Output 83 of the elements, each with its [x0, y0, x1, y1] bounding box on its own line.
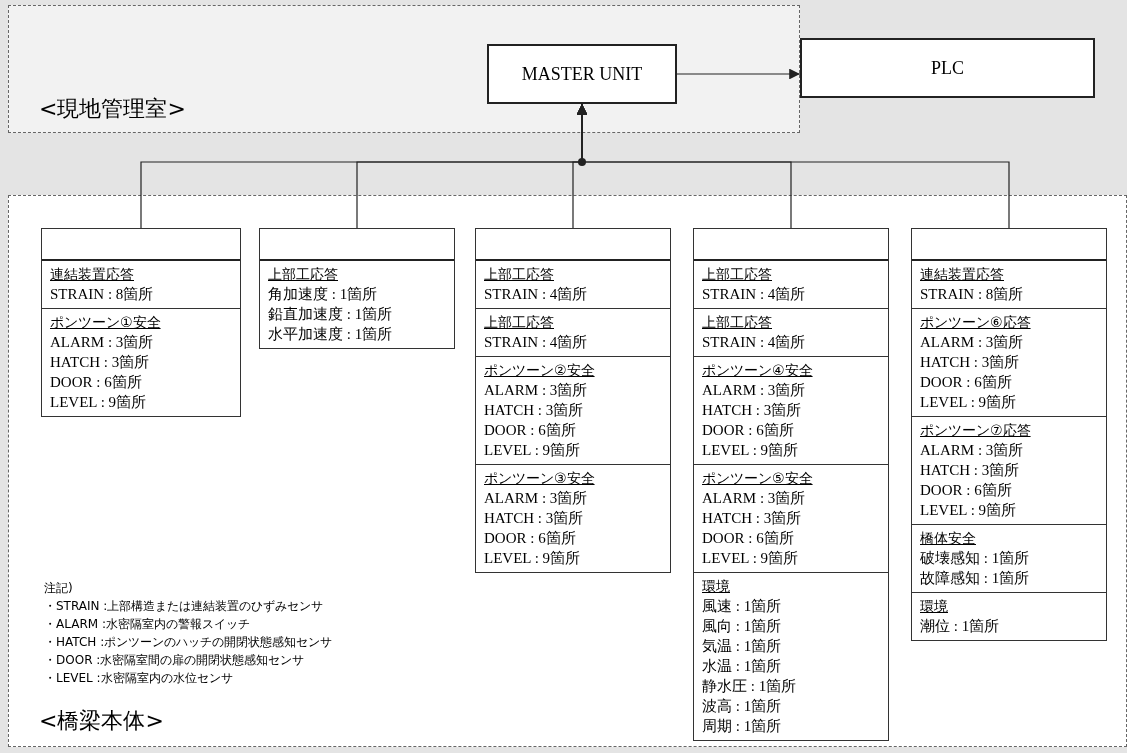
sensor-count-text: 周期 : 1箇所	[702, 717, 782, 736]
unit-box	[475, 228, 671, 573]
section-heading: 上部工応答	[702, 265, 772, 284]
sensor-count-text: ALARM : 3箇所	[50, 333, 154, 352]
arrow	[676, 68, 801, 80]
sensor-count-text: DOOR : 6箇所	[920, 481, 1012, 500]
dashed-region	[8, 195, 1127, 747]
sensor-count-text: DOOR : 6箇所	[50, 373, 142, 392]
sensor-count-text: 水平加速度 : 1箇所	[268, 325, 393, 344]
sensor-count-text: 風速 : 1箇所	[702, 597, 782, 616]
sensor-count-text: HATCH : 3箇所	[920, 353, 1020, 372]
note-text: ・DOOR :水密隔室間の扉の開閉状態感知センサ	[44, 652, 305, 669]
sensor-count-text: STRAIN : 4箇所	[702, 333, 806, 352]
arrow	[576, 103, 1010, 229]
note-text: 注記)	[44, 580, 73, 597]
sensor-count-text: 破壊感知 : 1箇所	[920, 549, 1030, 568]
sensor-count-text: ALARM : 3箇所	[702, 489, 806, 508]
sensor-count-text: 水温 : 1箇所	[702, 657, 782, 676]
sensor-count-text: STRAIN : 4箇所	[484, 285, 588, 304]
unit-box	[693, 228, 889, 741]
sensor-count-text: 静水圧 : 1箇所	[702, 677, 797, 696]
sensor-count-text: HATCH : 3箇所	[920, 461, 1020, 480]
note-text: ・STRAIN :上部構造または連結装置のひずみセンサ	[44, 598, 324, 615]
sensor-count-text: HATCH : 3箇所	[484, 401, 584, 420]
sensor-count-text: 気温 : 1箇所	[702, 637, 782, 656]
sensor-count-text: ALARM : 3箇所	[484, 489, 588, 508]
sensor-count-text: DOOR : 6箇所	[702, 529, 794, 548]
section-heading: 環境	[702, 577, 730, 596]
sensor-count-text: LEVEL : 9箇所	[920, 393, 1017, 412]
section-heading: 橋体安全	[920, 529, 976, 548]
sensor-count-text: STRAIN : 4箇所	[484, 333, 588, 352]
sensor-count-text: ALARM : 3箇所	[702, 381, 806, 400]
unit-box: MASTER UNIT	[487, 44, 677, 104]
sensor-count-text: STRAIN : 4箇所	[702, 285, 806, 304]
sensor-count-text: 鉛直加速度 : 1箇所	[268, 305, 393, 324]
sensor-count-text: 風向 : 1箇所	[702, 617, 782, 636]
unit-box	[259, 228, 455, 349]
area-label: <現地管理室>	[39, 95, 186, 123]
section-heading: ポンツーン②安全	[484, 361, 595, 380]
section-heading: 上部工応答	[268, 265, 338, 284]
section-heading: 上部工応答	[484, 265, 554, 284]
sensor-count-text: HATCH : 3箇所	[484, 509, 584, 528]
sensor-count-text: 故障感知 : 1箇所	[920, 569, 1030, 588]
sensor-count-text: LEVEL : 9箇所	[50, 393, 147, 412]
section-heading: 上部工応答	[702, 313, 772, 332]
section-heading: 環境	[920, 597, 948, 616]
sensor-count-text: LEVEL : 9箇所	[484, 441, 581, 460]
unit-box	[911, 228, 1107, 641]
sensor-count-text: HATCH : 3箇所	[50, 353, 150, 372]
area-label: <橋梁本体>	[39, 707, 164, 735]
section-heading: ポンツーン①安全	[50, 313, 161, 332]
sensor-count-text: 波高 : 1箇所	[702, 697, 782, 716]
note-text: ・HATCH :ポンツーンのハッチの開閉状態感知センサ	[44, 634, 333, 651]
unit-box: PLC	[800, 38, 1095, 98]
section-heading: ポンツーン④安全	[702, 361, 813, 380]
note-text: ・LEVEL :水密隔室内の水位センサ	[44, 670, 233, 687]
section-heading: 連結装置応答	[50, 265, 134, 284]
sensor-count-text: LEVEL : 9箇所	[920, 501, 1017, 520]
sensor-count-text: HATCH : 3箇所	[702, 509, 802, 528]
sensor-count-text: STRAIN : 8箇所	[50, 285, 154, 304]
dashed-region	[8, 5, 800, 133]
sensor-count-text: DOOR : 6箇所	[484, 421, 576, 440]
unit-box	[41, 228, 241, 417]
section-heading: ポンツーン③安全	[484, 469, 595, 488]
sensor-count-text: DOOR : 6箇所	[920, 373, 1012, 392]
section-heading: ポンツーン⑤安全	[702, 469, 813, 488]
section-heading: 連結装置応答	[920, 265, 1004, 284]
sensor-count-text: STRAIN : 8箇所	[920, 285, 1024, 304]
sensor-count-text: ALARM : 3箇所	[484, 381, 588, 400]
sensor-count-text: 角加速度 : 1箇所	[268, 285, 378, 304]
note-text: ・ALARM :水密隔室内の警報スイッチ	[44, 616, 250, 633]
sensor-count-text: DOOR : 6箇所	[484, 529, 576, 548]
sensor-count-text: LEVEL : 9箇所	[484, 549, 581, 568]
sensor-count-text: 潮位 : 1箇所	[920, 617, 1000, 636]
sensor-count-text: LEVEL : 9箇所	[702, 441, 799, 460]
sensor-count-text: LEVEL : 9箇所	[702, 549, 799, 568]
sensor-count-text: HATCH : 3箇所	[702, 401, 802, 420]
sensor-count-text: ALARM : 3箇所	[920, 333, 1024, 352]
sensor-count-text: ALARM : 3箇所	[920, 441, 1024, 460]
sensor-count-text: DOOR : 6箇所	[702, 421, 794, 440]
section-heading: ポンツーン⑦応答	[920, 421, 1031, 440]
section-heading: ポンツーン⑥応答	[920, 313, 1031, 332]
section-heading: 上部工応答	[484, 313, 554, 332]
